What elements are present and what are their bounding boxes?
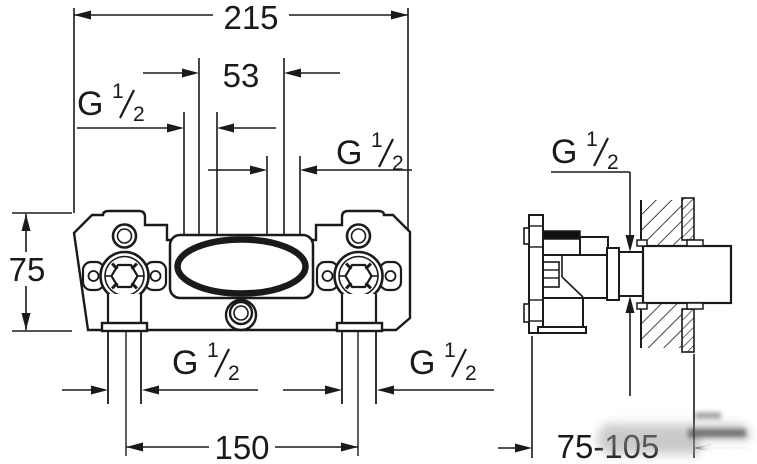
wall-section — [640, 197, 695, 353]
valve-left-slots — [111, 262, 138, 290]
dim-thread-bottom-right — [283, 385, 494, 395]
dim-thread-side — [551, 171, 635, 396]
tile-layer-upper — [681, 197, 695, 241]
valve-left-top-port-outer — [111, 223, 138, 249]
svg-text:1: 1 — [371, 129, 383, 152]
dim-thread-upper-right — [208, 156, 412, 235]
dim-thread-bottom-left — [62, 385, 258, 395]
dim-overall-width — [73, 8, 409, 230]
valve-left — [81, 223, 168, 333]
valve-left-ear-right-hole — [149, 270, 162, 282]
svg-text:G: G — [77, 85, 103, 123]
valve-right-ear-left-hole — [321, 270, 334, 282]
front-view — [72, 209, 412, 456]
sleeve-edge-tr — [686, 239, 704, 247]
valve-right-flange — [335, 321, 384, 333]
sleeve-edge-bl — [636, 302, 648, 310]
tile-layer-lower — [681, 308, 695, 353]
svg-text:2: 2 — [228, 362, 240, 385]
valve-right-slots — [345, 262, 372, 290]
sleeve-edge-br — [686, 302, 704, 310]
svg-text:G: G — [172, 344, 198, 382]
valve-left-ear-left-hole — [87, 270, 100, 282]
svg-text:1: 1 — [444, 339, 456, 362]
dim-body-height — [12, 212, 72, 332]
svg-text:G: G — [409, 344, 435, 382]
dim-value-overall-width: 215 — [223, 0, 278, 36]
svg-text:1: 1 — [207, 339, 219, 362]
dim-value-port-spacing: 53 — [223, 57, 260, 94]
valve-left-flange — [100, 321, 149, 333]
spout-box — [168, 233, 315, 300]
wall-hatch-lower — [641, 303, 682, 348]
mounting-rail — [528, 214, 544, 334]
svg-text:G: G — [336, 134, 362, 172]
svg-text:G: G — [551, 133, 577, 171]
svg-text:2: 2 — [133, 103, 145, 126]
elbow-lower-block — [542, 297, 584, 328]
rail-clip-bottom — [523, 303, 530, 323]
union-nut — [606, 247, 620, 301]
sleeve-edge-tl — [636, 239, 648, 247]
wall-hatch-upper — [641, 200, 682, 246]
valve-left-top-port-inner — [116, 228, 133, 244]
dimension-values: 215 53 75 150 75-105 — [9, 0, 660, 464]
svg-text:1: 1 — [586, 128, 598, 151]
dim-value-mounting-depth: 75-105 — [557, 428, 660, 464]
dim-value-supply-spacing: 150 — [214, 429, 269, 464]
rail-clip-top — [523, 227, 530, 245]
supply-pipes — [107, 331, 377, 456]
dim-thread-top-left — [77, 112, 276, 235]
svg-text:1: 1 — [112, 80, 124, 103]
valve-right-top-port-inner — [350, 228, 367, 244]
elbow-bottom-flange — [537, 326, 587, 334]
bottom-port-inner — [233, 305, 249, 321]
valve-right — [315, 223, 403, 333]
top-port-section — [542, 230, 581, 240]
svg-text:2: 2 — [465, 362, 477, 385]
valve-right-top-port-outer — [345, 223, 372, 249]
valve-right-ear-right-hole — [384, 270, 397, 282]
pipe-cover-cap — [641, 244, 733, 305]
dimension-annotations — [12, 8, 748, 458]
svg-text:2: 2 — [607, 151, 619, 174]
svg-text:2: 2 — [392, 152, 404, 175]
dim-supply-spacing — [126, 442, 358, 452]
dim-value-body-height: 75 — [9, 251, 46, 288]
dim-port-spacing — [143, 58, 340, 235]
elbow-upper-block — [579, 236, 609, 257]
elbow-nut-detail — [542, 261, 560, 288]
spout-oval — [174, 236, 309, 297]
side-view — [523, 197, 733, 353]
